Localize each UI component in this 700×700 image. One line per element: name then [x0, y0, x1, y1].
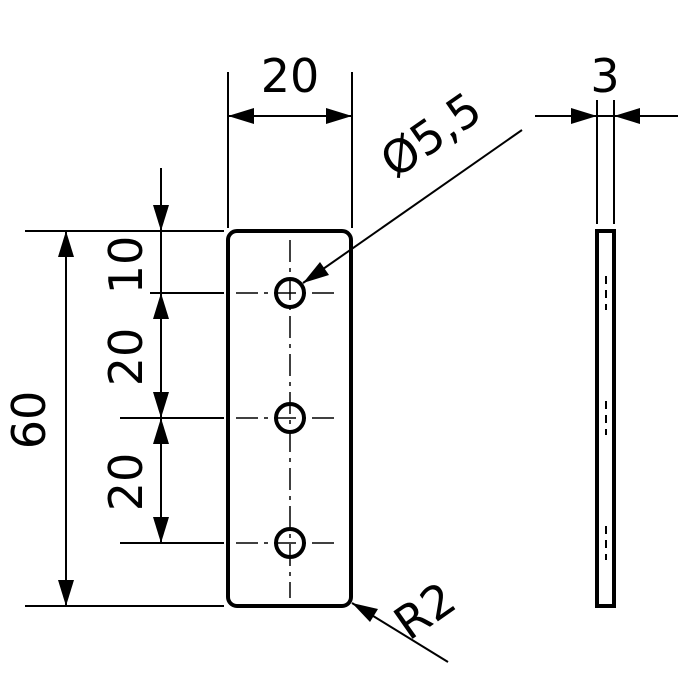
plate-outline	[226, 229, 353, 608]
hole-dimension-text: Ø5,5	[371, 81, 492, 188]
hole-leader-arrow	[303, 262, 329, 283]
pitch1-arrow-bottom	[153, 392, 169, 418]
pitch2-arrow-bottom	[153, 517, 169, 543]
side-view-outline	[595, 229, 616, 608]
width-dimension-text: 20	[261, 49, 320, 103]
offset-arrow-top	[153, 205, 169, 231]
thickness-arrow-right	[614, 108, 640, 124]
width-arrow-right	[326, 108, 352, 124]
top-offset-dimension-text: 10	[99, 236, 153, 295]
height-arrow-bottom	[58, 580, 74, 606]
radius-leader-arrow	[352, 603, 378, 622]
pitch-1-dimension-text: 20	[99, 328, 153, 387]
offset-arrow-bottom	[153, 293, 169, 319]
thickness-dimension-text: 3	[590, 49, 619, 103]
hole-leader-line	[302, 129, 523, 284]
radius-dimension-text: R2	[384, 571, 465, 650]
pitch-2-dimension-text: 20	[99, 453, 153, 512]
height-arrow-top	[58, 231, 74, 257]
pitch2-arrow-top	[153, 418, 169, 444]
thickness-arrow-left	[571, 108, 597, 124]
height-dimension-text: 60	[2, 391, 56, 450]
width-arrow-left	[228, 108, 254, 124]
